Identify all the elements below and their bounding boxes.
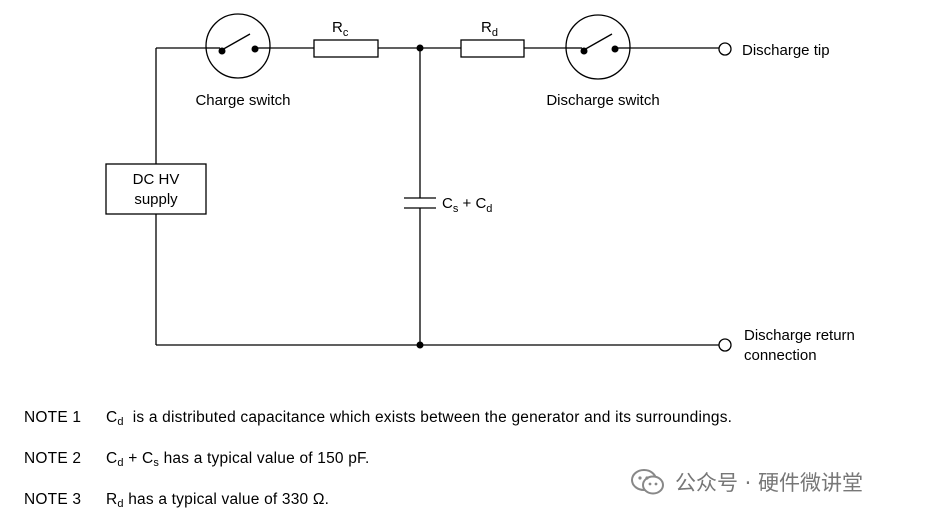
note-2-subscript-2: s: [153, 457, 160, 469]
note-2-text: has a typical value of 150 pF.: [159, 450, 370, 467]
note-2-symbol: C: [106, 450, 118, 467]
note-3-text: has a typical value of 330 Ω.: [123, 491, 330, 508]
discharge-switch-contact-left: [580, 47, 588, 55]
charge-switch-contact-right: [251, 45, 259, 53]
note-2-plus: + C: [123, 450, 154, 467]
resistor-rc: [313, 39, 379, 58]
supply-label-line1: DC HV: [133, 171, 180, 188]
capacitor-label: Cs + Cd: [442, 195, 492, 215]
charge-switch-contact-left: [218, 47, 226, 55]
watermark-text: 公众号 · 硬件微讲堂: [675, 471, 864, 495]
rc-label: Rc: [332, 19, 349, 39]
wechat-icon: [631, 469, 664, 495]
discharge-return-terminal: [718, 338, 732, 352]
discharge-switch-contact-right: [611, 45, 619, 53]
note-3-subscript: d: [117, 498, 124, 510]
discharge-tip-terminal: [718, 42, 732, 56]
note-1: NOTE 1 Cd is a distributed capacitance wh…: [24, 404, 732, 445]
watermark: 公众号 · 硬件微讲堂: [631, 467, 863, 497]
note-2: NOTE 2 Cd + Cs has a typical value of 150…: [24, 445, 732, 486]
note-2-subscript: d: [117, 457, 124, 469]
supply-label-line2: supply: [134, 191, 178, 208]
rd-label: Rd: [481, 19, 498, 39]
charge-switch-circle: [205, 13, 271, 79]
note-1-subscript: d: [117, 416, 124, 428]
discharge-switch-label: Discharge switch: [546, 92, 659, 109]
note-3: NOTE 3 Rd has a typical value of 330 Ω.: [24, 486, 732, 527]
resistor-rd: [460, 39, 525, 58]
discharge-return-label-line2: connection: [744, 347, 817, 364]
charge-switch-label: Charge switch: [195, 92, 290, 109]
junction-top: [416, 44, 424, 52]
rc-subscript: c: [343, 27, 349, 39]
note-1-symbol: C: [106, 409, 118, 426]
dc-hv-supply-box: [105, 163, 207, 215]
discharge-return-label-line1: Discharge return: [744, 327, 855, 344]
esd-generator-circuit: DC HV supply Charge switch Discharge swi…: [105, 13, 855, 364]
junction-bottom: [416, 341, 424, 349]
charge-switch-blade: [219, 33, 251, 52]
rd-subscript: d: [492, 27, 498, 39]
note-2-number: NOTE 2: [24, 450, 82, 467]
note-1-text: is a distributed capacitance which exist…: [123, 409, 733, 426]
discharge-tip-label: Discharge tip: [742, 42, 830, 59]
discharge-switch-circle: [565, 14, 631, 80]
note-3-number: NOTE 3: [24, 491, 82, 508]
discharge-switch-blade: [581, 33, 613, 52]
notes-section: NOTE 1 Cd is a distributed capacitance wh…: [24, 404, 732, 527]
note-3-symbol: R: [106, 491, 118, 508]
note-1-number: NOTE 1: [24, 409, 82, 426]
